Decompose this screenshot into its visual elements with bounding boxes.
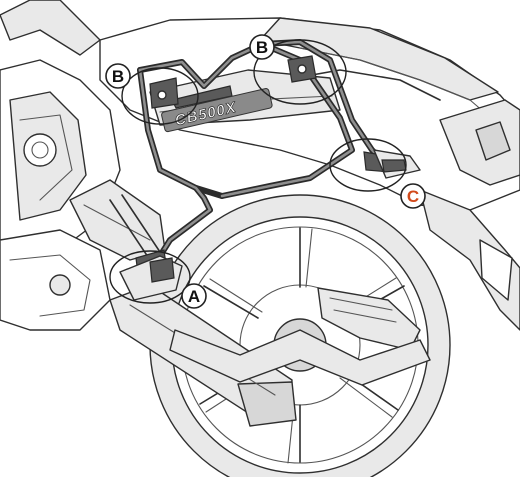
highlight-regions xyxy=(109,39,407,304)
marker-b-left: B xyxy=(105,63,131,89)
marker-b-right-label: B xyxy=(256,38,268,57)
marker-c: C xyxy=(400,183,426,209)
swing-arm xyxy=(109,284,431,427)
highlight-b-left xyxy=(121,67,199,125)
side-rack-frame xyxy=(119,39,421,301)
highlight-c xyxy=(329,138,407,192)
highlight-a xyxy=(109,250,191,304)
marker-c-label: C xyxy=(407,187,419,206)
marker-b-right: B xyxy=(249,34,275,60)
marker-b-left-label: B xyxy=(112,67,124,86)
marker-a: A xyxy=(181,283,207,309)
engine-area xyxy=(0,0,166,331)
marker-a-label: A xyxy=(188,287,200,306)
highlight-b-right xyxy=(253,39,347,105)
tail-light xyxy=(419,99,520,331)
